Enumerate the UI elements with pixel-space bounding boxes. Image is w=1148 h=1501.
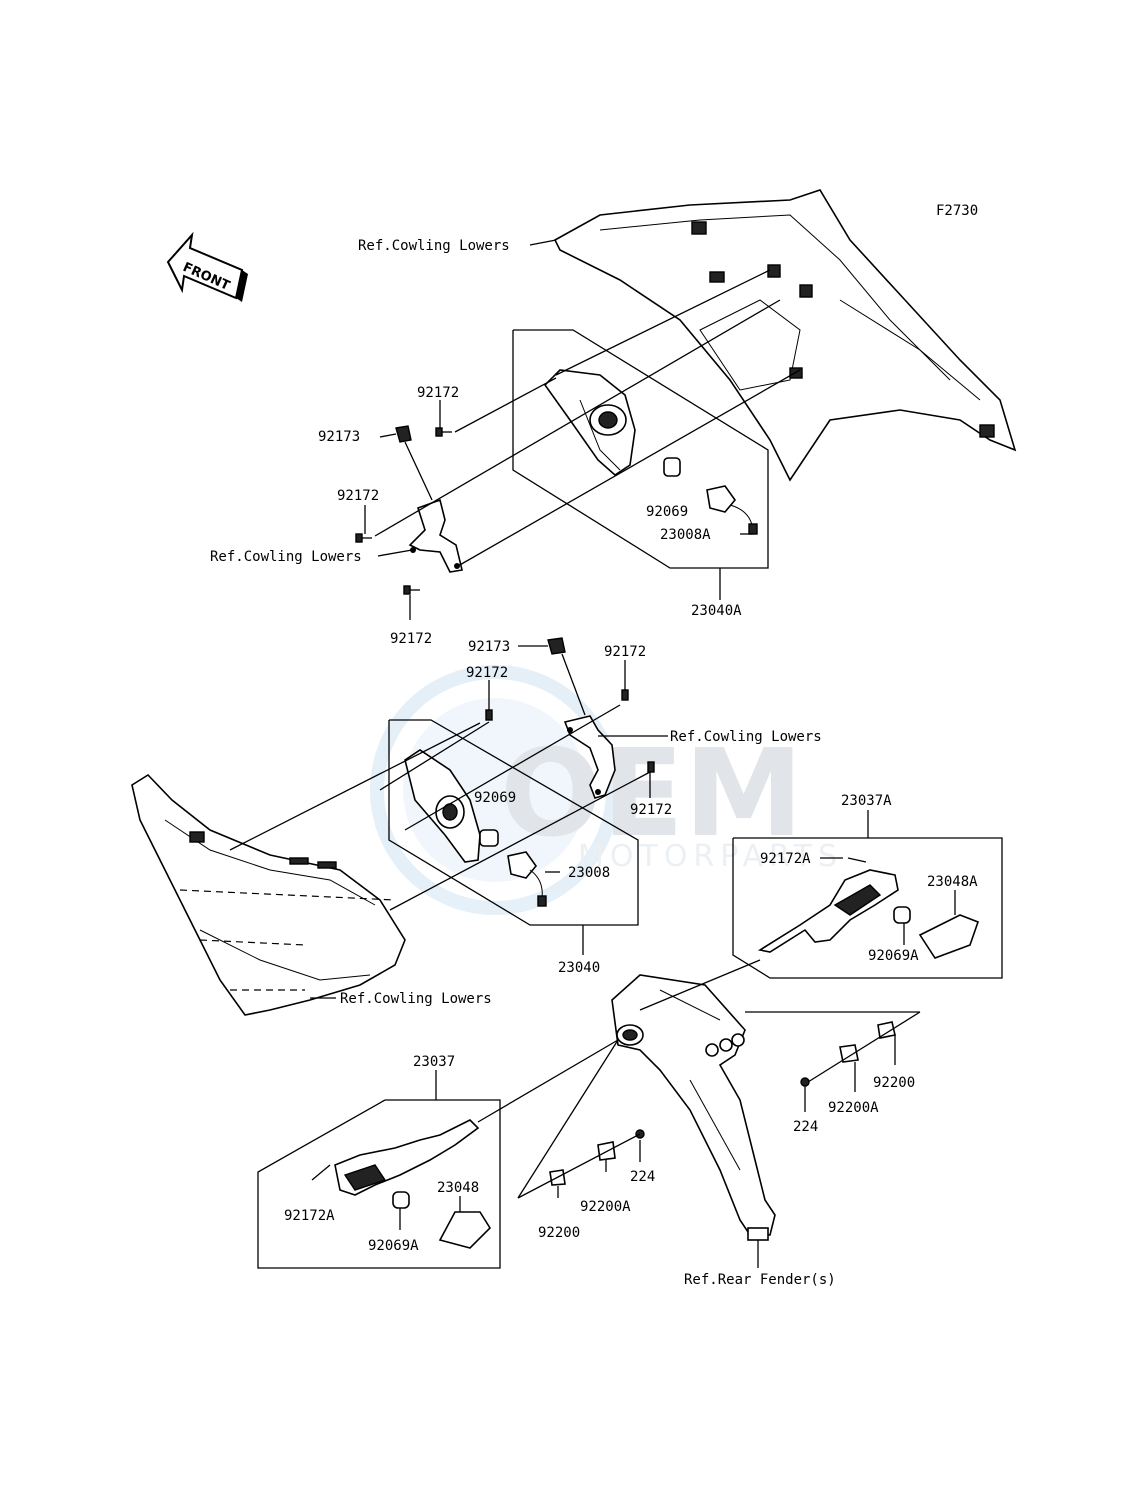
lens-23048a-part xyxy=(918,914,980,959)
lower-signal-housing-part xyxy=(404,749,481,863)
label-23048: 23048 xyxy=(437,1180,479,1196)
screw-92172-upper-a xyxy=(435,427,452,437)
screw-92172-upper-c xyxy=(403,585,420,595)
watermark-text: OEM xyxy=(500,725,803,864)
upper-signal-housing-part xyxy=(543,369,636,477)
label-92069a-right: 92069A xyxy=(868,948,919,964)
ref-cowling-lowers-bottom: Ref.Cowling Lowers xyxy=(340,991,492,1007)
label-23040: 23040 xyxy=(558,960,600,976)
assembly-23040a-box xyxy=(512,329,769,600)
ref-rear-fender: Ref.Rear Fender(s) xyxy=(684,1272,836,1288)
socket-23008a-part xyxy=(706,485,758,535)
assembly-23040-box xyxy=(388,719,639,955)
label-92172-upper-b: 92172 xyxy=(337,488,379,504)
bulb-92069a-left xyxy=(392,1191,410,1209)
label-92172-upper-c: 92172 xyxy=(390,631,432,647)
label-23008: 23008 xyxy=(568,865,610,881)
label-224-right: 224 xyxy=(793,1119,818,1135)
lower-leader-lines xyxy=(229,645,668,999)
ref-cowling-lowers-upper-bracket: Ref.Cowling Lowers xyxy=(210,549,362,565)
lower-cowling-dashes xyxy=(179,889,396,991)
screw-92172-lower-b xyxy=(621,689,629,701)
label-92172-upper-a: 92172 xyxy=(417,385,459,401)
screw-92172-lower-a xyxy=(485,709,493,721)
bulb-92069-lower xyxy=(479,829,499,847)
socket-23008-part xyxy=(507,851,547,907)
upper-bracket-part xyxy=(408,498,463,573)
label-92173-lower: 92173 xyxy=(468,639,510,655)
fender-leader-lines xyxy=(311,857,956,1268)
upper-leader-lines xyxy=(364,239,801,620)
label-92172-lower-b: 92172 xyxy=(604,644,646,660)
label-92200-right: 92200 xyxy=(873,1075,915,1091)
screw-92172-upper-b xyxy=(355,533,372,543)
clip-92200a-right xyxy=(839,1044,859,1063)
screw-92172-lower-c xyxy=(647,761,655,773)
label-92172a-left: 92172A xyxy=(284,1208,335,1224)
label-92172a-right: 92172A xyxy=(760,851,811,867)
label-23040a: 23040A xyxy=(691,603,742,619)
front-arrow-icon: FRONT xyxy=(166,231,248,302)
rear-fender-part xyxy=(611,974,776,1241)
clip-92173-lower xyxy=(547,637,566,655)
lens-23048-part xyxy=(438,1211,492,1249)
label-23037: 23037 xyxy=(413,1054,455,1070)
label-92200a-right: 92200A xyxy=(828,1100,879,1116)
label-92172-lower-a: 92172 xyxy=(466,665,508,681)
clip-92200-right xyxy=(877,1021,896,1039)
label-92069-upper: 92069 xyxy=(646,504,688,520)
screw-92172a-right xyxy=(847,857,867,863)
label-92173-upper: 92173 xyxy=(318,429,360,445)
nut-224-right xyxy=(800,1077,810,1087)
label-224-left: 224 xyxy=(630,1169,655,1185)
label-92069-lower: 92069 xyxy=(474,790,516,806)
signal-23037-part xyxy=(334,1119,480,1196)
assembly-23037-box xyxy=(257,1070,501,1269)
label-92200-left: 92200 xyxy=(538,1225,580,1241)
label-92172-lower-c: 92172 xyxy=(630,802,672,818)
bulb-92069a-right xyxy=(893,906,911,924)
figure-code: F2730 xyxy=(936,203,978,219)
signal-23037a-part xyxy=(757,869,899,953)
label-23048a: 23048A xyxy=(927,874,978,890)
bulb-92069-upper xyxy=(663,457,681,477)
lower-cowling-part xyxy=(131,773,406,1016)
label-23037a: 23037A xyxy=(841,793,892,809)
ref-cowling-lowers-mid: Ref.Cowling Lowers xyxy=(670,729,822,745)
ref-cowling-lowers-top: Ref.Cowling Lowers xyxy=(358,238,510,254)
watermark-subtext: MOTORPARTS xyxy=(578,839,843,874)
label-92200a-left: 92200A xyxy=(580,1199,631,1215)
label-92069a-left: 92069A xyxy=(368,1238,419,1254)
assembly-23037a-box xyxy=(732,810,1003,979)
label-23008a: 23008A xyxy=(660,527,711,543)
clip-92173-upper xyxy=(395,425,412,443)
